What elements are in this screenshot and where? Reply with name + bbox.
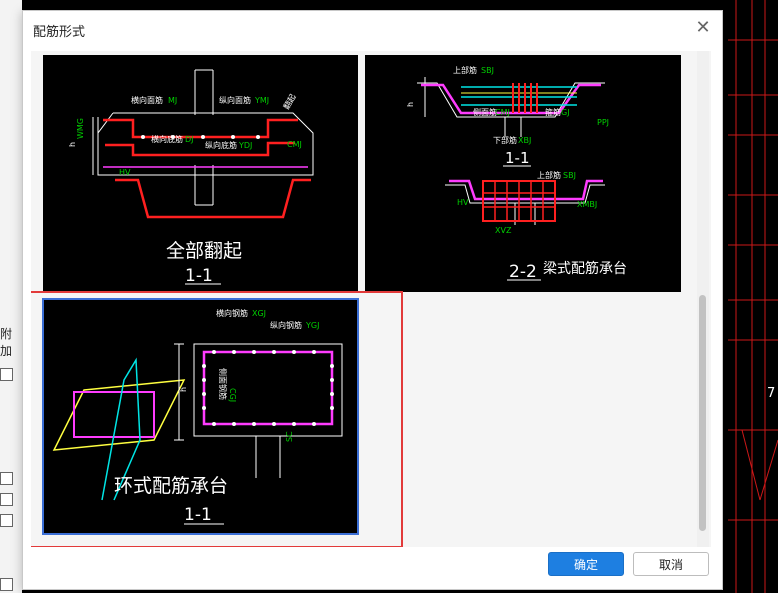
option-beam-cap[interactable]: 上部筋 SBJ 侧面筋 CMJ 箍筋 GJ 下部筋 XBJ 上部筋 SBJ XM… (365, 55, 681, 292)
label-hx-code: XGJ (252, 309, 266, 318)
panel-checkbox[interactable] (0, 472, 13, 485)
section-label: 1-1 (184, 505, 212, 525)
label-hd-code: DJ (185, 135, 194, 144)
cancel-button[interactable]: 取消 (633, 552, 709, 576)
label-sc: SC (285, 431, 294, 442)
label-wmg: WMG (76, 118, 85, 139)
full-bentup-drawing: 横向面筋 MJ 纵向面筋 YMJ 横向底筋 DJ 纵向底筋 YDJ CMJ WM… (68, 69, 314, 286)
rebar-form-dialog: 配筋形式 ✕ (22, 10, 723, 590)
panel-checkbox[interactable] (0, 514, 13, 527)
ok-button[interactable]: 确定 (548, 552, 624, 576)
label-yh: HV (457, 198, 469, 207)
scrollbar-thumb[interactable] (699, 295, 706, 531)
label-sj: SBJ (563, 171, 576, 180)
label-yh: HV (119, 168, 131, 177)
option-title: 环式配筋承台 (114, 475, 228, 497)
label-zx-code: YGJ (305, 321, 319, 330)
panel-label: 附加 (0, 327, 13, 358)
rebar-options-list: 横向面筋 MJ 纵向面筋 YMJ 横向底筋 DJ 纵向底筋 YDJ CMJ WM… (31, 51, 711, 547)
selection-frame (31, 291, 403, 547)
label-hx: 横向钢筋 (216, 308, 248, 318)
label-xb-code: XBJ (518, 136, 531, 145)
label-hj-code: MJ (168, 96, 177, 105)
panel-checkbox[interactable] (0, 368, 13, 381)
beam-cap-drawing: 上部筋 SBJ 侧面筋 CMJ 箍筋 GJ 下部筋 XBJ 上部筋 SBJ XM… (406, 65, 627, 282)
label-zm-code: YMJ (254, 96, 269, 105)
option-title: 梁式配筋承台 (543, 260, 627, 277)
label-zx: 纵向钢筋 (270, 320, 302, 330)
vertical-scrollbar[interactable] (697, 51, 709, 547)
label-sb-code: SBJ (481, 66, 494, 75)
label-xmbj: XMBJ (577, 200, 597, 209)
label-cm-code: CGJ (228, 388, 237, 402)
option-ring-cap[interactable]: 横向钢筋 XGJ 纵向钢筋 YGJ 侧面钢筋 CGJ SC h 环式配筋承台 1… (42, 298, 359, 535)
label-h: h (68, 142, 77, 147)
label-hj: 横向面筋 (131, 95, 163, 105)
option-full-bentup[interactable]: 横向面筋 MJ 纵向面筋 YMJ 横向底筋 DJ 纵向底筋 YDJ CMJ WM… (43, 55, 358, 292)
section-label: 1-1 (185, 266, 213, 286)
label-ppj: PPJ (597, 118, 609, 127)
section-a: 1-1 (505, 149, 530, 167)
edge-label: 7 (767, 386, 775, 401)
label-hd: 横向底筋 (151, 134, 183, 144)
dialog-titlebar: 配筋形式 ✕ (23, 11, 722, 47)
label-xvz: XVZ (495, 226, 512, 235)
label-sb: 上部筋 (453, 65, 477, 75)
label-cm: 侧面筋 (473, 107, 497, 117)
label-xb: 下部筋 (493, 135, 517, 145)
underlying-panel: 附加 (0, 0, 22, 593)
panel-checkbox[interactable] (0, 493, 13, 506)
label-zd-code: YDJ (238, 141, 252, 150)
label-gj-code: GJ (561, 108, 570, 117)
label-h: h (406, 102, 415, 107)
panel-checkbox[interactable] (0, 578, 13, 591)
label-zm: 纵向面筋 (219, 95, 251, 105)
close-icon[interactable]: ✕ (695, 17, 711, 38)
dialog-title: 配筋形式 (33, 25, 86, 40)
ring-cap-drawing: 横向钢筋 XGJ 纵向钢筋 YGJ 侧面钢筋 CGJ SC h 环式配筋承台 1… (52, 308, 343, 525)
label-gj: 箍筋 (545, 107, 561, 117)
label-cm: 侧面钢筋 (218, 368, 228, 400)
label-zd: 纵向底筋 (205, 140, 237, 150)
label-fq: 翻起 (282, 93, 298, 111)
label-h: h (179, 387, 188, 392)
option-title: 全部翻起 (166, 240, 242, 262)
label-cmj: CMJ (287, 140, 302, 149)
label-sb2: 上部筋 (537, 170, 561, 180)
section-b: 2-2 (509, 262, 537, 282)
label-cm-code: CMJ (495, 108, 510, 117)
